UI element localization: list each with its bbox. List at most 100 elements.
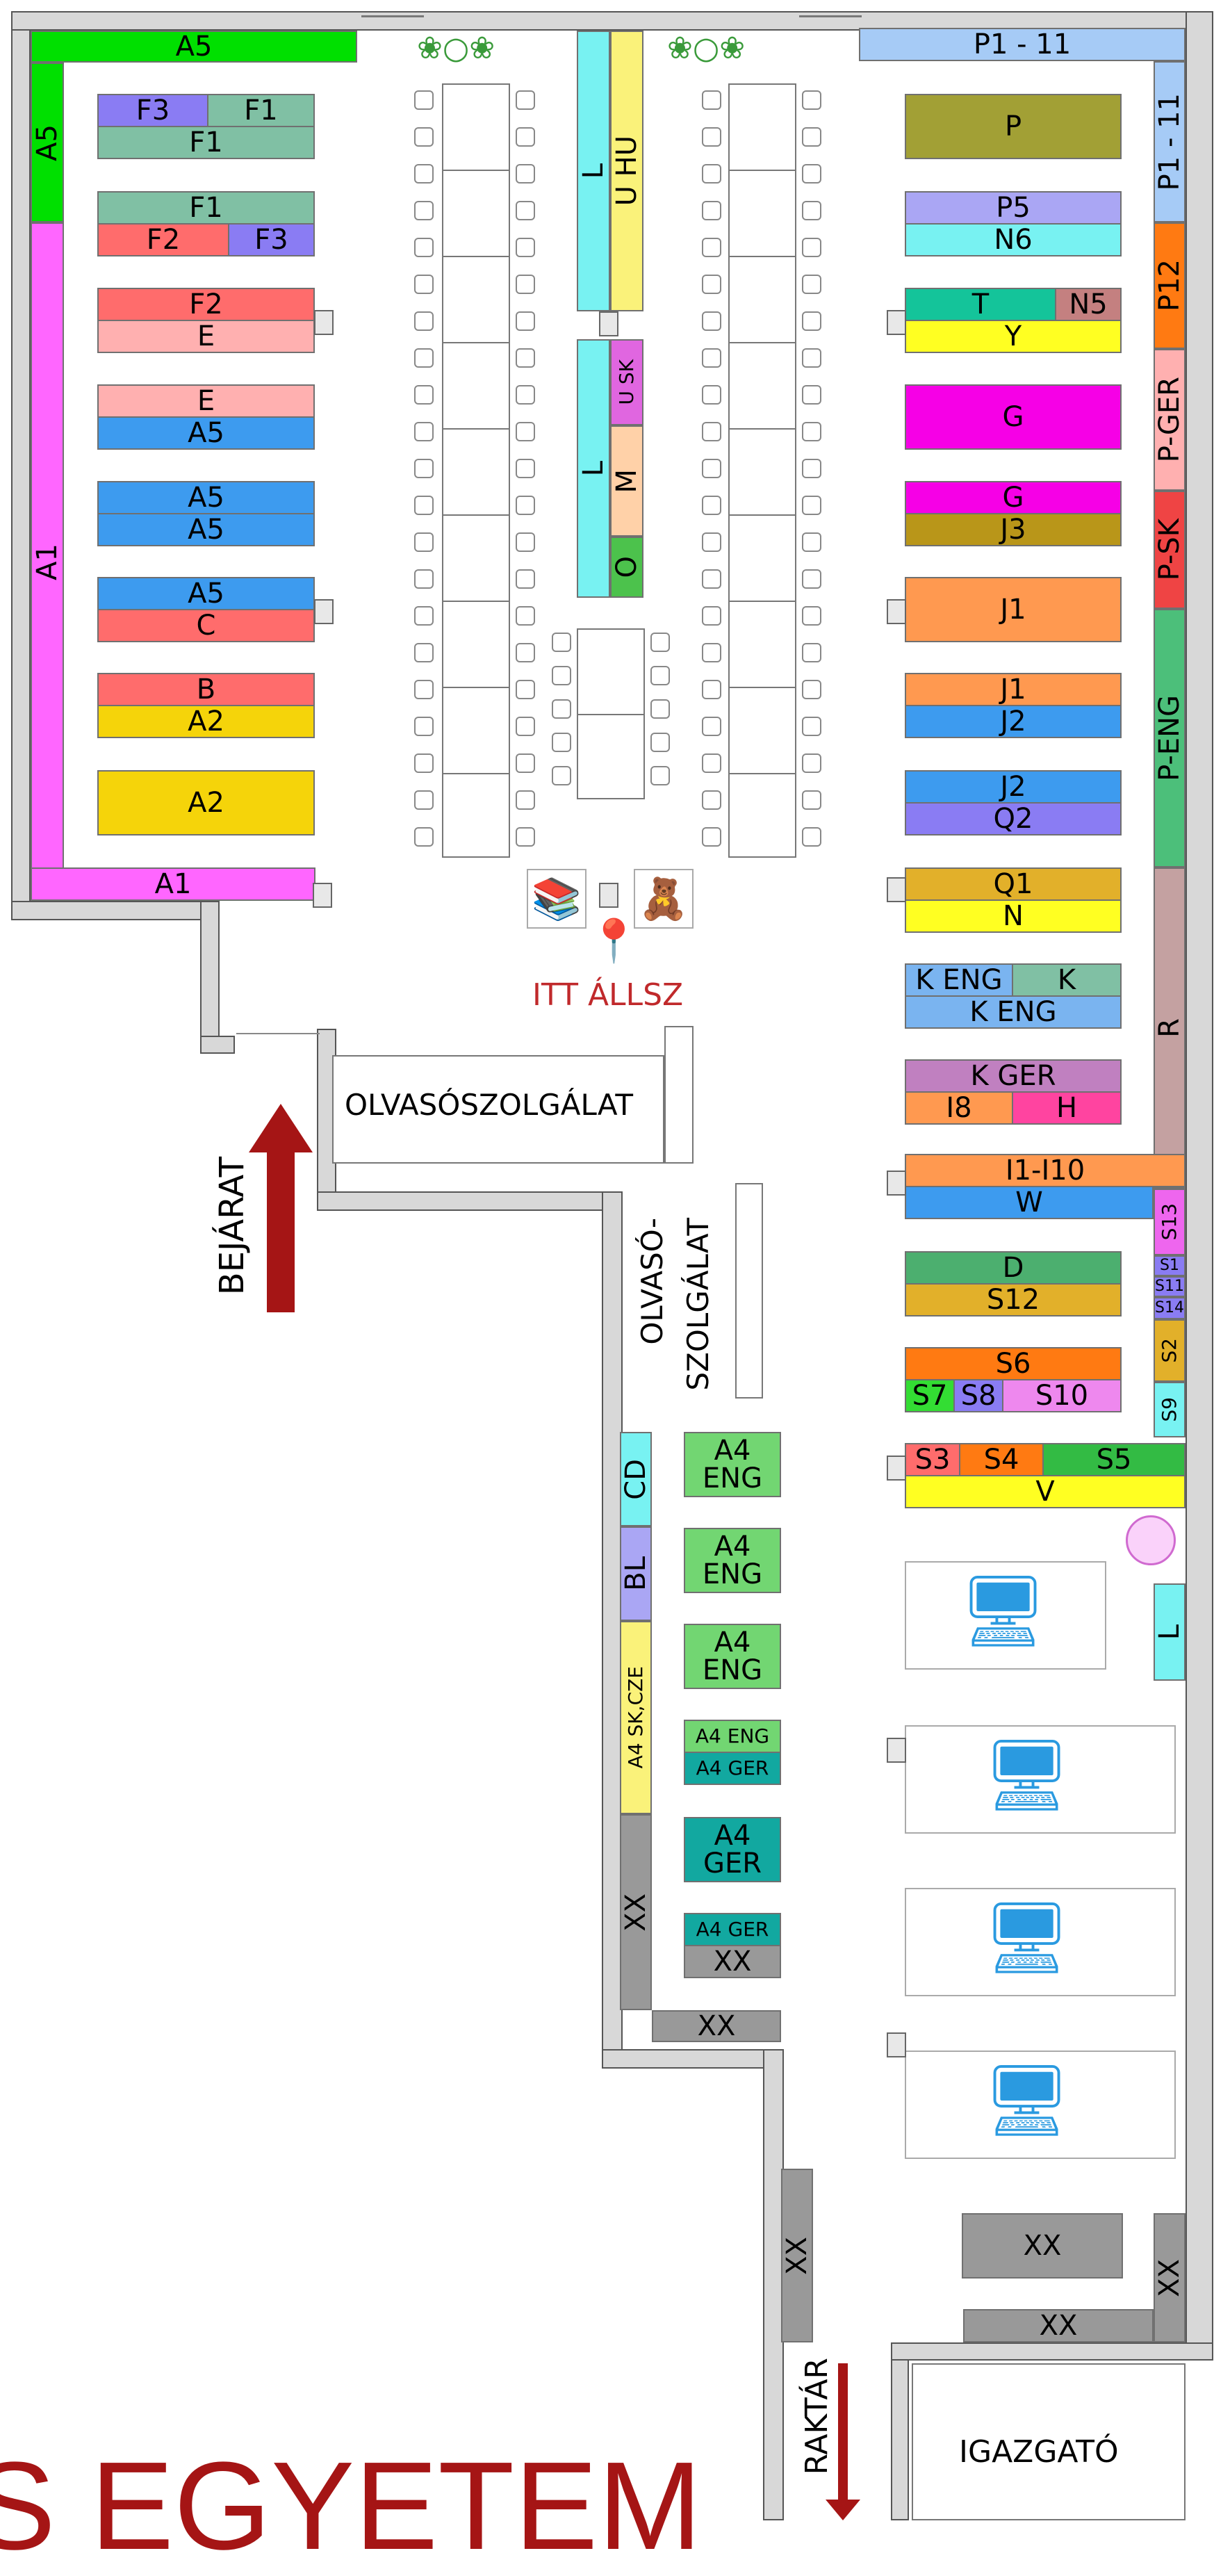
shelf-l[interactable]: L xyxy=(577,339,610,598)
shelf-s4[interactable]: S4 xyxy=(959,1443,1044,1476)
shelf-a4-eng[interactable]: A4 ENG xyxy=(684,1624,781,1689)
shelf-e[interactable]: E xyxy=(97,384,315,418)
shelf-a5-side[interactable]: A5 xyxy=(31,63,64,222)
shelf-a4-eng[interactable]: A4 ENG xyxy=(684,1432,781,1497)
shelf-a5-top[interactable]: A5 xyxy=(31,31,357,63)
reading-service-desk[interactable] xyxy=(332,1055,664,1164)
shelf-j2[interactable]: J2 xyxy=(905,770,1122,804)
director-office[interactable] xyxy=(912,2363,1186,2520)
shelf-xx[interactable]: XX xyxy=(620,1814,652,2010)
shelf-a5[interactable]: A5 xyxy=(97,481,315,514)
shelf-h[interactable]: H xyxy=(1012,1091,1122,1125)
shelf-i8[interactable]: I8 xyxy=(905,1091,1013,1125)
shelf-p[interactable]: P xyxy=(905,94,1122,159)
shelf-f3[interactable]: F3 xyxy=(97,94,208,127)
shelf-s10[interactable]: S10 xyxy=(1002,1379,1122,1412)
shelf-n5[interactable]: N5 xyxy=(1055,288,1122,321)
shelf-t[interactable]: T xyxy=(905,288,1056,321)
shelf-d[interactable]: D xyxy=(905,1251,1122,1285)
shelf-j2[interactable]: J2 xyxy=(905,705,1122,738)
shelf-c[interactable]: C xyxy=(97,609,315,642)
shelf-a1-bottom[interactable]: A1 xyxy=(31,867,315,901)
entrance-door[interactable] xyxy=(236,1033,320,1048)
shelf-y[interactable]: Y xyxy=(905,320,1122,353)
shelf-xx[interactable]: XX xyxy=(684,1945,781,1978)
shelf-o[interactable]: O xyxy=(610,537,643,598)
shelf-k[interactable]: K xyxy=(1012,963,1122,997)
shelf-l[interactable]: L xyxy=(577,31,610,311)
shelf-n6[interactable]: N6 xyxy=(905,223,1122,256)
shelf-a4-ger[interactable]: A4 GER xyxy=(684,1913,781,1946)
shelf-s2[interactable]: S2 xyxy=(1154,1319,1186,1382)
shelf-p1-11[interactable]: P1 - 11 xyxy=(859,28,1186,61)
shelf-j1[interactable]: J1 xyxy=(905,673,1122,706)
shelf-f2[interactable]: F2 xyxy=(97,223,229,256)
shelf-s8[interactable]: S8 xyxy=(953,1379,1003,1412)
computer-station[interactable]: 🖥 xyxy=(905,2051,1176,2159)
shelf-s9[interactable]: S9 xyxy=(1154,1382,1186,1437)
computer-station[interactable]: 🖥 xyxy=(905,1725,1176,1834)
shelf-p-ger[interactable]: P-GER xyxy=(1154,349,1186,491)
shelf-n[interactable]: N xyxy=(905,899,1122,933)
shelf-a5[interactable]: A5 xyxy=(97,513,315,546)
shelf-a4-eng[interactable]: A4 ENG xyxy=(684,1720,781,1753)
shelf-m[interactable]: M xyxy=(610,425,643,537)
shelf-xx[interactable]: XX xyxy=(781,2169,813,2342)
shelf-k-eng[interactable]: K ENG xyxy=(905,963,1013,997)
shelf-p-eng[interactable]: P-ENG xyxy=(1154,609,1186,867)
shelf-u-hu[interactable]: U HU xyxy=(610,31,643,311)
shelf-e[interactable]: E xyxy=(97,320,315,353)
shelf-s14[interactable]: S14 xyxy=(1154,1297,1186,1319)
shelf-q1[interactable]: Q1 xyxy=(905,867,1122,901)
shelf-xx[interactable]: XX xyxy=(1154,2213,1186,2342)
shelf-a5[interactable]: A5 xyxy=(97,416,315,450)
shelf-xx[interactable]: XX xyxy=(962,2213,1123,2279)
shelf-f3[interactable]: F3 xyxy=(228,223,315,256)
shelf-a4-ger[interactable]: A4 GER xyxy=(684,1752,781,1785)
shelf-f2[interactable]: F2 xyxy=(97,288,315,321)
shelf-g[interactable]: G xyxy=(905,384,1122,450)
shelf-l[interactable]: L xyxy=(1154,1583,1186,1681)
shelf-a1-side[interactable]: A1 xyxy=(31,222,64,901)
shelf-j3[interactable]: J3 xyxy=(905,513,1122,546)
shelf-a4-ger[interactable]: A4 GER xyxy=(684,1817,781,1882)
shelf-p1-11-side[interactable]: P1 - 11 xyxy=(1154,61,1186,222)
shelf-q2[interactable]: Q2 xyxy=(905,802,1122,835)
shelf-w[interactable]: W xyxy=(905,1186,1154,1219)
shelf-s7[interactable]: S7 xyxy=(905,1379,955,1412)
shelf-v[interactable]: V xyxy=(905,1475,1186,1508)
reading-service-desk-2[interactable] xyxy=(735,1183,763,1399)
shelf-cd[interactable]: CD xyxy=(620,1432,652,1526)
shelf-r[interactable]: R xyxy=(1154,867,1186,1189)
shelf-s13[interactable]: S13 xyxy=(1154,1189,1186,1255)
shelf-xx[interactable]: XX xyxy=(963,2309,1154,2342)
computer-station[interactable]: 🖥 xyxy=(905,1561,1106,1670)
shelf-s3[interactable]: S3 xyxy=(905,1443,960,1476)
shelf-p12[interactable]: P12 xyxy=(1154,222,1186,349)
shelf-k-eng[interactable]: K ENG xyxy=(905,995,1122,1029)
shelf-k-ger[interactable]: K GER xyxy=(905,1059,1122,1093)
shelf-j1[interactable]: J1 xyxy=(905,577,1122,642)
shelf-s12[interactable]: S12 xyxy=(905,1283,1122,1316)
shelf-u-sk[interactable]: U SK xyxy=(610,339,643,425)
shelf-s11[interactable]: S11 xyxy=(1154,1276,1186,1297)
shelf-g[interactable]: G xyxy=(905,481,1122,514)
shelf-a2[interactable]: A2 xyxy=(97,770,315,835)
shelf-f1[interactable]: F1 xyxy=(207,94,315,127)
shelf-s6[interactable]: S6 xyxy=(905,1347,1122,1380)
shelf-a2[interactable]: A2 xyxy=(97,705,315,738)
shelf-i1-i10[interactable]: I1-I10 xyxy=(905,1154,1186,1187)
computer-station[interactable]: 🖥 xyxy=(905,1888,1176,1996)
shelf-a4-sk-cze[interactable]: A4 SK,CZE xyxy=(620,1621,652,1814)
shelf-p5[interactable]: P5 xyxy=(905,191,1122,225)
shelf-a4-eng[interactable]: A4 ENG xyxy=(684,1528,781,1593)
shelf-b[interactable]: B xyxy=(97,673,315,706)
shelf-s5[interactable]: S5 xyxy=(1042,1443,1186,1476)
shelf-xx[interactable]: XX xyxy=(652,2010,781,2042)
shelf-f1[interactable]: F1 xyxy=(97,191,315,225)
shelf-a5[interactable]: A5 xyxy=(97,577,315,610)
shelf-p-sk[interactable]: P-SK xyxy=(1154,491,1186,609)
shelf-s1[interactable]: S1 xyxy=(1154,1255,1186,1276)
shelf-f1[interactable]: F1 xyxy=(97,126,315,159)
shelf-bl[interactable]: BL xyxy=(620,1526,652,1621)
